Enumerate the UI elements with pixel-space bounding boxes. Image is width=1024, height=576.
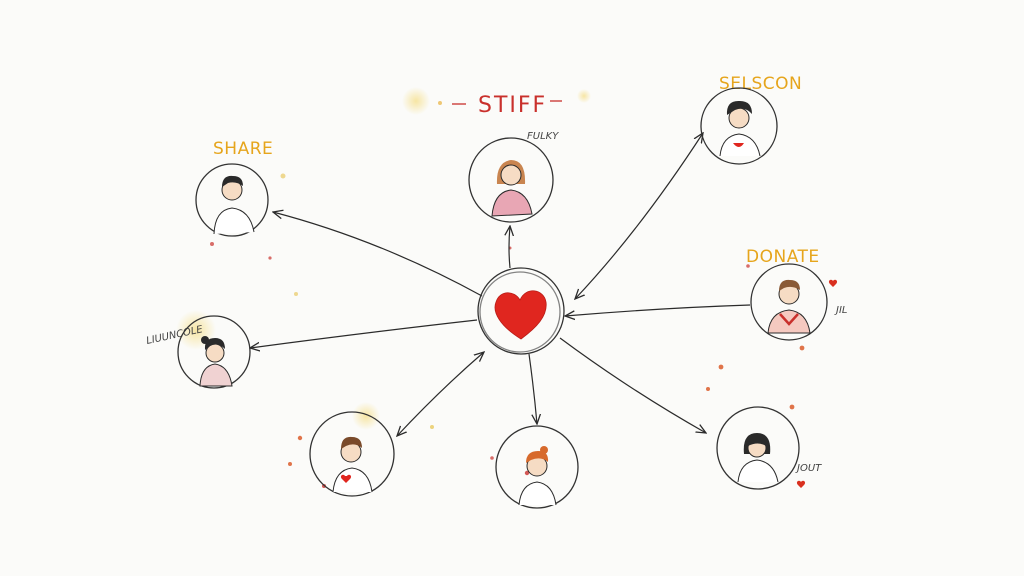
- person-icon: [213, 175, 255, 235]
- arrow-to-bottom-right: [559, 337, 706, 433]
- share-label: SHARE: [213, 139, 273, 159]
- connection-arrows: [250, 133, 751, 436]
- person-node-bottom: [495, 425, 579, 509]
- diagram-title: STIFF: [478, 93, 547, 118]
- small-heart-icon: [796, 480, 806, 488]
- person-node-bottom-left: [309, 411, 395, 497]
- heart-icon: [494, 290, 547, 340]
- person-node-top: [468, 137, 554, 223]
- center-node: [477, 267, 565, 355]
- person-node-top-right: [700, 87, 778, 165]
- person-node-left: [177, 315, 251, 389]
- arrow-from-donate: [565, 304, 751, 316]
- arrow-to-top: [509, 226, 510, 269]
- person-node-share: [195, 163, 269, 237]
- person-icon: [518, 446, 557, 506]
- donate-side-note: JIL: [834, 305, 847, 316]
- small-heart-icon: [828, 279, 838, 287]
- person-icon: [737, 433, 779, 483]
- arrow-top-right: [575, 133, 703, 299]
- person-node-donate: [750, 263, 828, 341]
- top-person-label: FULKY: [527, 131, 559, 142]
- arrow-to-bottom: [528, 353, 537, 424]
- person-icon: [491, 160, 533, 217]
- bottom-right-note: JOUT: [795, 463, 822, 474]
- donate-label: DONATE: [746, 247, 820, 267]
- arrow-to-left: [250, 319, 478, 348]
- title-group: STIFF: [452, 93, 562, 118]
- person-icon: [199, 336, 233, 387]
- arrow-bottom-left: [397, 352, 484, 436]
- person-icon: [719, 100, 761, 157]
- arrow-to-share: [273, 212, 483, 297]
- top-right-label: SELSCON: [719, 74, 802, 94]
- person-icon: [332, 436, 373, 493]
- person-icon: [767, 279, 811, 334]
- person-node-bottom-right: [716, 406, 800, 490]
